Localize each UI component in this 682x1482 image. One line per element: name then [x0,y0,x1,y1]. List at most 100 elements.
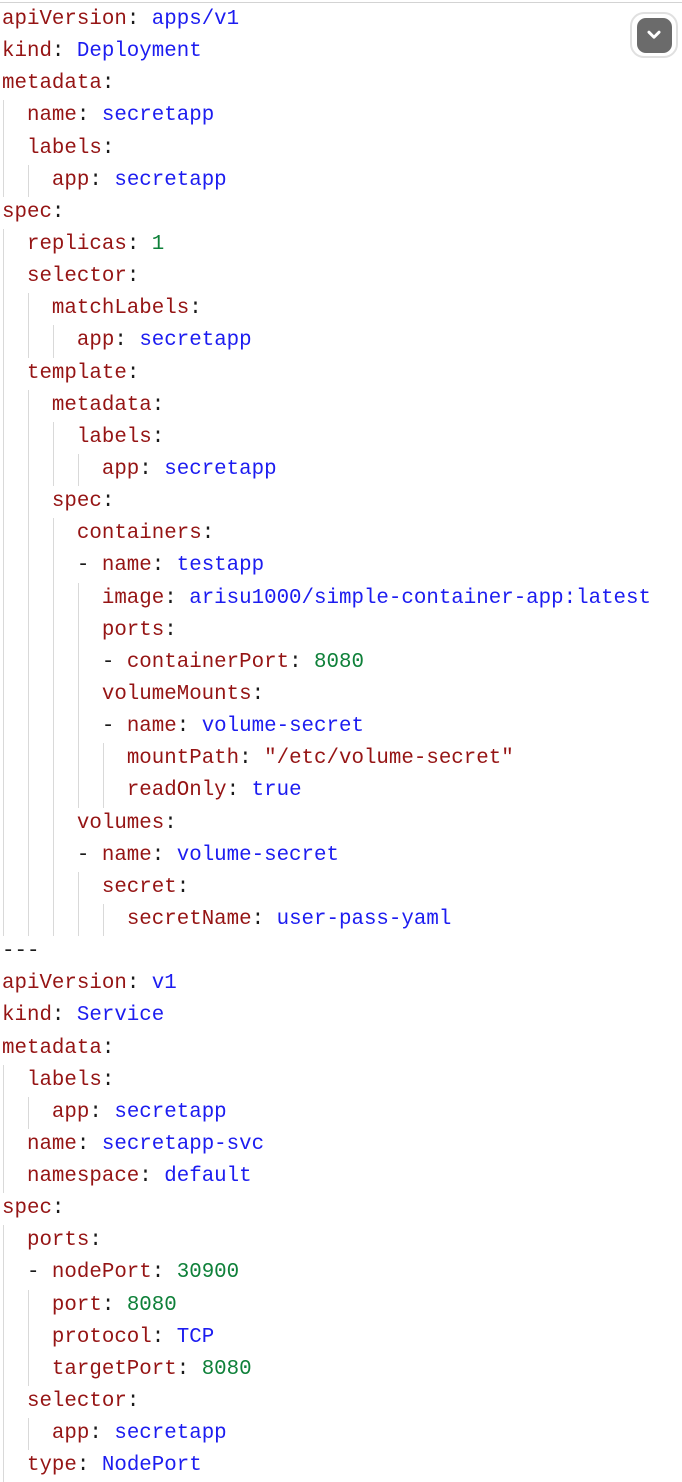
indent-guide [3,1257,4,1290]
yaml-value: 30900 [176,1261,240,1285]
indent-guide [52,839,54,872]
yaml-key: mountPath [126,747,240,771]
indent-guide [3,614,4,647]
code-line: targetPort: 8080 [2,1353,682,1387]
document-separator: --- [2,940,40,964]
yaml-key: volumes [76,811,165,835]
yaml-value: v1 [151,972,177,996]
code-line: - name: volume-secret [2,711,682,744]
indent-guide [52,582,54,615]
yaml-value: 1 [151,232,165,256]
yaml-key: secret [101,875,177,899]
indent-guide [27,903,29,937]
code-line: mountPath: "/etc/volume-secret" [2,743,682,776]
indent-guide [3,903,4,937]
yaml-key: replicas [26,232,127,256]
code-line: selector: [2,1386,682,1419]
yaml-key: containers [76,522,202,546]
code-line: name: secretapp [2,100,682,133]
code-line: ports: [2,1225,682,1258]
collapse-button[interactable] [630,12,678,58]
yaml-value: NodePort [101,1454,202,1478]
yaml-value: "/etc/volume-secret" [264,747,514,771]
yaml-key: spec [51,490,102,514]
yaml-value: user-pass-yaml [276,907,452,931]
indent-guide [27,743,29,776]
yaml-key: ports [26,1229,90,1253]
code-line: ports: [2,614,682,647]
indent-guide [52,711,54,744]
yaml-key: apiVersion [2,972,127,996]
code-line: - nodePort: 30900 [2,1257,682,1290]
code-line: labels: [2,132,682,165]
code-line: matchLabels: [2,293,682,326]
indent-guide [52,518,54,551]
code-line: spec: [2,486,682,519]
yaml-value: secretapp-svc [101,1132,265,1156]
code-line: metadata: [2,1036,115,1060]
code-line: app: secretapp [2,325,682,358]
yaml-key: name [126,715,177,739]
indent-guide [27,1289,29,1322]
indent-guide [27,453,29,487]
yaml-key: spec [2,1197,52,1221]
code-line: protocol: TCP [2,1321,682,1354]
indent-guide [3,261,4,294]
code-line: app: secretapp [2,453,682,487]
indent-guide [77,711,79,744]
indent-guide [3,1064,4,1097]
yaml-key: kind [2,40,52,64]
indent-guide [3,421,4,454]
code-line: - name: volume-secret [2,839,682,872]
yaml-key: volumeMounts [101,682,252,706]
yaml-key: labels [26,136,102,160]
code-line: app: secretapp [2,1096,682,1129]
yaml-key: secretName [126,907,252,931]
indent-guide [3,1225,4,1258]
code-line: secretName: user-pass-yaml [2,903,682,937]
indent-guide [27,1321,29,1354]
yaml-value: volume-secret [201,715,364,739]
code-lines: apiVersion: apps/v1 kind: Deployment metad… [2,4,682,1482]
yaml-value: volume-secret [176,843,339,867]
yaml-key: selector [26,265,127,289]
yaml-key: matchLabels [51,297,190,321]
yaml-value: Deployment [76,40,202,64]
yaml-key: namespace [26,1165,140,1189]
indent-guide [27,1353,29,1387]
indent-guide [3,1128,4,1162]
indent-guide [3,807,4,840]
yaml-key: nodePort [51,1261,152,1285]
indent-guide [27,711,29,744]
indent-guide [3,164,4,197]
code-line: type: NodePort [2,1450,682,1482]
code-line: app: secretapp [2,1418,682,1451]
code-line: volumeMounts: [2,678,682,712]
indent-guide [27,582,29,615]
indent-guide [3,775,4,808]
indent-guide [27,614,29,647]
indent-guide [3,1353,4,1387]
indent-guide [3,1161,4,1194]
indent-guide [77,871,79,904]
indent-guide [27,807,29,840]
code-line: apiVersion: apps/v1 [2,8,240,31]
indent-guide [27,1418,29,1451]
code-line: metadata: [2,72,115,96]
yaml-key: app [101,457,140,481]
indent-guide [102,743,104,776]
yaml-key: labels [26,1068,102,1092]
code-line: kind: Deployment [2,40,202,64]
indent-guide [3,1418,4,1451]
yaml-key: app [51,1100,90,1124]
code-line: port: 8080 [2,1289,682,1322]
code-line: spec: [2,200,65,224]
yaml-key: name [101,554,152,578]
yaml-key: ports [101,618,165,642]
indent-guide [77,743,79,776]
indent-guide [27,486,29,519]
indent-guide [52,614,54,647]
yaml-key: metadata [2,72,102,96]
indent-guide [27,678,29,712]
collapse-button-face[interactable] [636,17,672,53]
